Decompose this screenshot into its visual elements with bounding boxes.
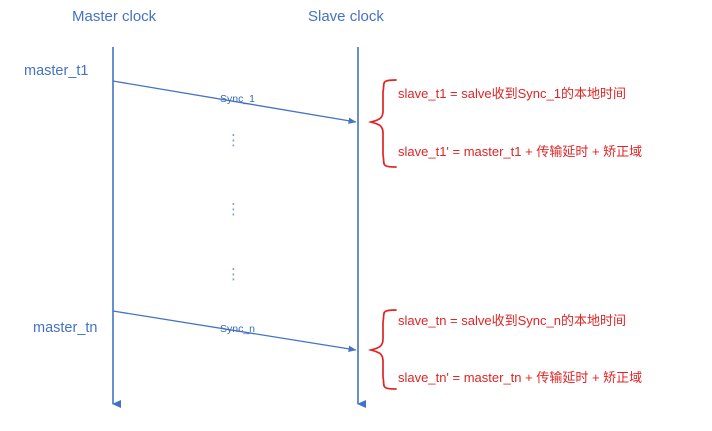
ellipsis-1: ⋮ [226, 132, 241, 149]
last-sync-note-line-1: slave_tn = salve收到Sync_n的本地时间 [398, 313, 626, 328]
sync-1-arrow [112, 80, 357, 124]
sync-1-label: Sync_1 [220, 93, 256, 105]
last-sync-note-line-2: slave_tn' = master_tn + 传输延时 + 矫正域 [398, 370, 643, 385]
first-sync-note-brace [367, 79, 397, 168]
ellipsis-3: ⋮ [226, 266, 241, 283]
first-sync-note-line-2: slave_t1' = master_t1 + 传输延时 + 矫正域 [398, 144, 643, 159]
master-clock-title: Master clock [72, 8, 157, 25]
sync-n-arrow [112, 310, 357, 352]
slave-clock-title: Slave clock [308, 8, 384, 25]
ellipsis-2: ⋮ [226, 201, 241, 218]
sync-n-label: Sync_n [220, 323, 256, 335]
first-sync-note-line-1: slave_t1 = salve收到Sync_1的本地时间 [398, 86, 626, 101]
master-tn-label: master_tn [33, 320, 98, 336]
last-sync-note-brace [367, 309, 397, 390]
master-t1-label: master_t1 [24, 63, 89, 79]
